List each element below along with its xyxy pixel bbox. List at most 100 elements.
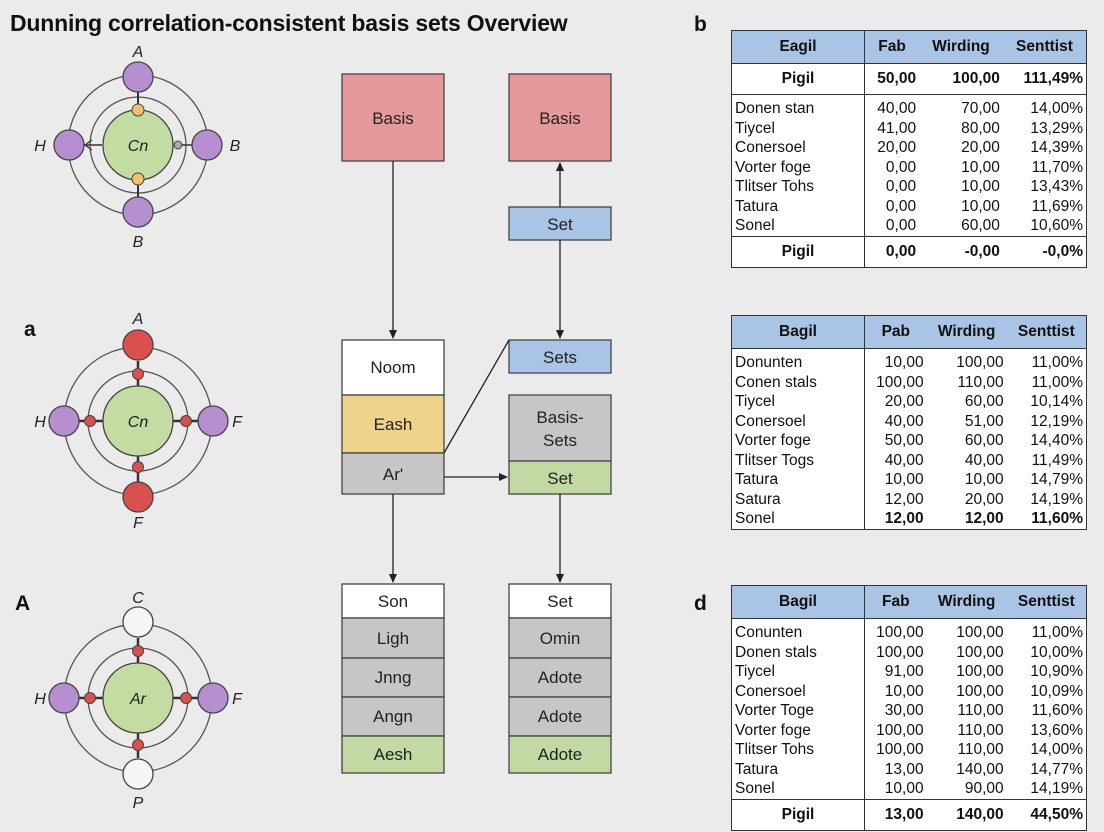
table-cell: Conersoel bbox=[731, 681, 865, 701]
atom-bottom-1 bbox=[122, 196, 154, 228]
table-cell: 0,00 bbox=[885, 217, 917, 234]
table-cell: 100,00 bbox=[956, 643, 1004, 661]
table-cell: Tatura bbox=[731, 196, 865, 216]
atom-center-label-2: Cn bbox=[128, 414, 149, 431]
atom-bottom-label-1: B bbox=[133, 234, 144, 251]
flow-box-set-3-label: Set bbox=[547, 469, 573, 488]
atom-bottom-2 bbox=[122, 481, 154, 513]
flow-box-adote-3 bbox=[508, 735, 612, 774]
flow-box-jnng bbox=[341, 657, 445, 698]
table-cell: 110,00 bbox=[957, 721, 1004, 739]
table-cell: Donunten bbox=[731, 353, 865, 373]
summary-row: Pigil 50,00 100,00 111,49% bbox=[731, 63, 1087, 95]
flow-box-adote-3-label: Adote bbox=[538, 745, 582, 764]
atom-left-label-3: H bbox=[34, 691, 46, 708]
table-cell: 14,39% bbox=[1030, 139, 1083, 156]
flow-box-basis-right bbox=[508, 73, 612, 162]
flow-box-basis-sets-label-1: Basis- bbox=[536, 408, 583, 427]
table-cell: Vorter foge bbox=[731, 431, 865, 451]
table-cell: 11,70% bbox=[1031, 158, 1083, 176]
table-cell: 10,00 bbox=[884, 471, 924, 488]
flow-box-basis-right-label: Basis bbox=[539, 109, 581, 128]
table-cell: Conersoel bbox=[731, 138, 865, 158]
flowchart: Basis Basis Set Sets Noom Eash Ar' Basis… bbox=[341, 73, 612, 774]
flow-box-aesh bbox=[341, 735, 445, 774]
table-cell: 40,00 bbox=[877, 100, 917, 117]
table-cell: 13,00 bbox=[864, 798, 927, 830]
table-cell: 13,00 bbox=[884, 760, 924, 778]
table-cell: 60,00 bbox=[964, 393, 1004, 410]
atom-right-label-1: B bbox=[230, 138, 241, 155]
flow-box-set-1-label: Set bbox=[547, 215, 573, 234]
flow-box-son-label: Son bbox=[378, 592, 408, 611]
table-cell: 14,40% bbox=[1030, 432, 1083, 449]
table-cell: Pigil bbox=[731, 63, 865, 95]
atom-diagram-3: Ar C P H F bbox=[34, 590, 243, 812]
atom-bottom-label-3: P bbox=[133, 795, 144, 812]
table-cell: 13,43% bbox=[1030, 178, 1083, 195]
table-cell: 10,00 bbox=[961, 178, 1000, 195]
table-cell: 20,00 bbox=[964, 490, 1004, 508]
table-header-row: Bagil Fab Wirding Senttist bbox=[731, 585, 1087, 619]
flow-box-jnng-label: Jnng bbox=[375, 668, 412, 687]
table-cell: 10,00 bbox=[964, 471, 1004, 488]
table-cell: 100,00 bbox=[956, 682, 1004, 700]
table-cell: Tiycel bbox=[731, 392, 865, 412]
table-cell: Donen stan bbox=[731, 99, 865, 119]
table-cell: 100,00 bbox=[876, 721, 924, 739]
flow-box-omin-label: Omin bbox=[540, 629, 581, 648]
table-cell: 10,00 bbox=[961, 197, 1000, 215]
flow-box-omin bbox=[508, 617, 612, 659]
table-cell: Sonel bbox=[731, 509, 865, 529]
column-header: Fab bbox=[864, 585, 927, 619]
table-cell: 100,00 bbox=[876, 373, 924, 391]
atom-center-label-1: Cn bbox=[128, 138, 149, 155]
table-cell: 10,09% bbox=[1030, 682, 1083, 700]
table-cell: 20,00 bbox=[884, 393, 924, 410]
column-header: Senttist bbox=[1006, 315, 1087, 349]
table-cell: 14,00% bbox=[1030, 741, 1083, 758]
table-cell: 60,00 bbox=[961, 217, 1000, 234]
table-cell: 11,00% bbox=[1031, 354, 1083, 371]
table-cell: Sonel bbox=[731, 216, 865, 236]
table-cell: 12,19% bbox=[1030, 412, 1083, 430]
table-cell: Conen stals bbox=[731, 372, 865, 392]
atom-top-label-1: A bbox=[132, 44, 144, 61]
flow-box-adote-2-label: Adote bbox=[538, 707, 582, 726]
table-cell: 14,19% bbox=[1030, 780, 1083, 797]
table-cell: Vorter Toge bbox=[731, 701, 865, 721]
table-cell: 110,00 bbox=[957, 702, 1004, 719]
atom-top-2 bbox=[122, 329, 154, 361]
flow-box-adote-1-label: Adote bbox=[538, 668, 582, 687]
table-cell: Sonel bbox=[731, 779, 865, 799]
column-header: Pab bbox=[864, 315, 927, 349]
column-header: Wirding bbox=[919, 30, 1003, 64]
table-cell: Tiycel bbox=[731, 662, 865, 682]
table-cell: 14,19% bbox=[1030, 490, 1083, 508]
atom-bottom-3 bbox=[122, 758, 154, 790]
summary-row: Pigil 13,00 140,00 44,50% bbox=[731, 798, 1087, 830]
table-cell: Tiycel bbox=[731, 118, 865, 138]
table-cell: 51,00 bbox=[964, 412, 1004, 430]
table-cell: 12,00 bbox=[884, 490, 924, 508]
table-cell: Donen stals bbox=[731, 642, 865, 662]
table-cell: 110,00 bbox=[957, 741, 1004, 758]
table-cell: 11,00% bbox=[1031, 373, 1083, 391]
table-cell: 100,00 bbox=[876, 624, 924, 641]
flow-box-noom-label: Noom bbox=[370, 358, 415, 377]
table-cell: 91,00 bbox=[884, 663, 924, 680]
atom-right-label-2: F bbox=[232, 414, 243, 431]
panel-label-d: d bbox=[694, 592, 707, 615]
